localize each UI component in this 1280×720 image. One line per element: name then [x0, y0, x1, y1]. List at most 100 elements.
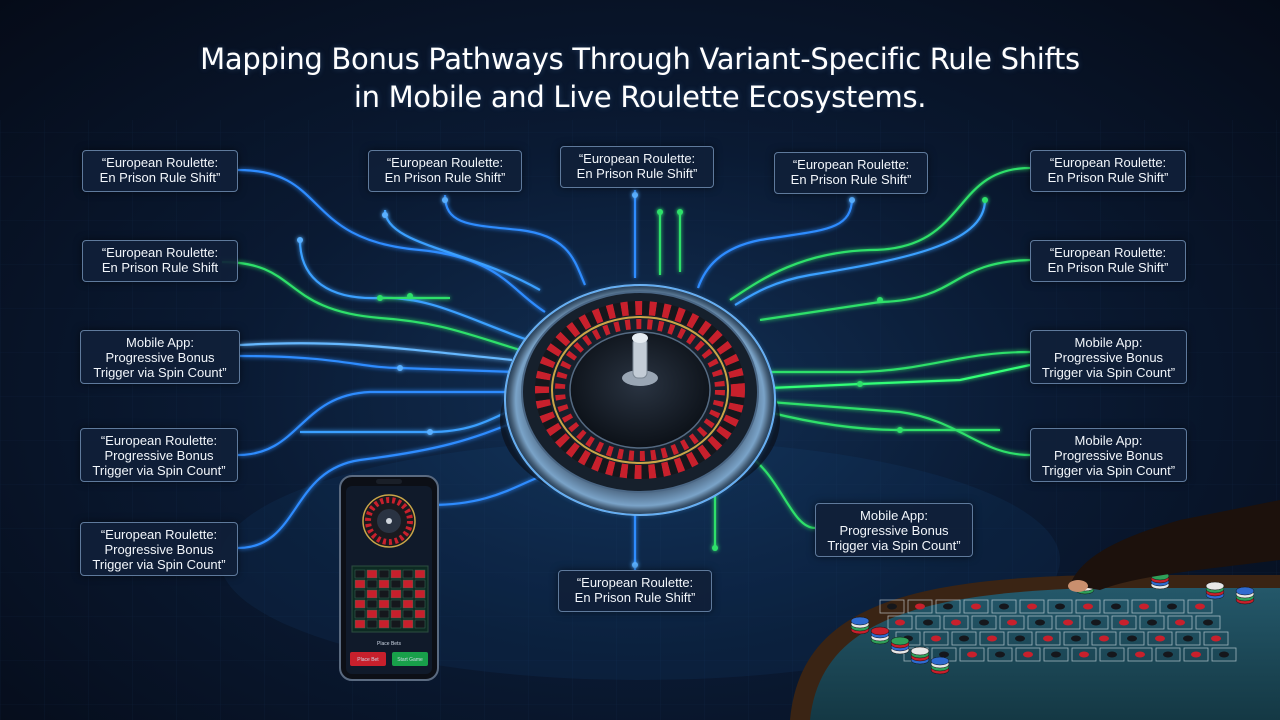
- title-line-1: Mapping Bonus Pathways Through Variant-S…: [200, 42, 1080, 76]
- table-bet-cell: [979, 631, 1005, 646]
- table-number-marker: [995, 651, 1005, 658]
- table-number-marker: [1191, 651, 1201, 658]
- table-number-marker: [967, 651, 977, 658]
- node-bottom: “European Roulette: En Prison Rule Shift…: [558, 570, 712, 612]
- table-bet-cell: [987, 647, 1013, 662]
- table-number-marker: [887, 603, 897, 610]
- phone-bet-cell: [366, 569, 378, 579]
- node-right-4-line3: Trigger via Spin Count”: [1041, 463, 1176, 478]
- table-number-marker: [923, 619, 933, 626]
- table-number-marker: [1211, 635, 1221, 642]
- node-right-3-line3: Trigger via Spin Count”: [1041, 365, 1176, 380]
- table-number-marker: [1007, 619, 1017, 626]
- table-bet-cell: [1119, 631, 1145, 646]
- phone-bet-cell: [378, 589, 390, 599]
- table-bet-cell: [1083, 615, 1109, 630]
- table-number-marker: [979, 619, 989, 626]
- chip: [930, 656, 950, 666]
- node-left-3-line3: Trigger via Spin Count”: [93, 365, 227, 380]
- table-number-marker: [1107, 651, 1117, 658]
- node-left-4-line2: Progressive Bonus: [104, 448, 214, 463]
- table-number-marker: [959, 635, 969, 642]
- chip: [870, 626, 890, 636]
- table-bet-cell: [1175, 631, 1201, 646]
- table-number-marker: [1063, 619, 1073, 626]
- node-left-3: Mobile App: Progressive Bonus Trigger vi…: [80, 330, 240, 384]
- table-bet-cell: [999, 615, 1025, 630]
- table-number-marker: [915, 603, 925, 610]
- table-bet-cell: [1159, 599, 1185, 614]
- node-top-2-line1: “European Roulette:: [578, 151, 696, 166]
- phone-bet-cell: [390, 569, 402, 579]
- table-bet-cell: [991, 599, 1017, 614]
- table-bet-cell: [1075, 599, 1101, 614]
- table-bet-cell: [915, 615, 941, 630]
- table-bet-cell: [923, 631, 949, 646]
- node-right-3: Mobile App: Progressive Bonus Trigger vi…: [1030, 330, 1187, 384]
- table-number-marker: [939, 651, 949, 658]
- table-number-marker: [1203, 619, 1213, 626]
- table-number-marker: [1051, 651, 1061, 658]
- node-left-5-line3: Trigger via Spin Count”: [92, 557, 226, 572]
- node-right-2-line2: En Prison Rule Shift”: [1047, 260, 1169, 275]
- table-bet-cell: [1203, 631, 1229, 646]
- node-center-right-line1: Mobile App:: [860, 508, 928, 523]
- node-left-5-line1: “European Roulette:: [100, 527, 218, 542]
- path-right-3: [770, 350, 1031, 374]
- table-bet-cell: [879, 599, 905, 614]
- phone-bet-cell: [414, 579, 426, 589]
- phone-bet-cell: [414, 619, 426, 629]
- node-left-3-line1: Mobile App:: [126, 335, 194, 350]
- phone-bet-cell: [402, 569, 414, 579]
- table-bet-cell: [1111, 615, 1137, 630]
- table-number-marker: [1167, 603, 1177, 610]
- node-left-3-line2: Progressive Bonus: [105, 350, 215, 365]
- node-center-right-line3: Trigger via Spin Count”: [827, 538, 961, 553]
- table-bet-cell: [951, 631, 977, 646]
- table-number-marker: [943, 603, 953, 610]
- phone-bet-cell: [390, 579, 402, 589]
- path-right-1: [729, 166, 1031, 301]
- table-number-marker: [1091, 619, 1101, 626]
- phone-bet-cell: [390, 619, 402, 629]
- table-number-marker: [1219, 651, 1229, 658]
- node-left-4-line1: “European Roulette:: [100, 433, 218, 448]
- node-right-4-line2: Progressive Bonus: [1053, 448, 1164, 463]
- phone-bet-cell: [402, 589, 414, 599]
- path-left-2: [221, 260, 521, 352]
- table-bet-cell: [1211, 647, 1237, 662]
- phone-bet-cell: [414, 569, 426, 579]
- path-top-1: [443, 194, 587, 286]
- phone-place-bet-button: [350, 652, 386, 666]
- phone-bet-cell: [390, 599, 402, 609]
- path-top-3: [696, 197, 854, 289]
- table-number-marker: [1119, 619, 1129, 626]
- path-right-2: [759, 258, 1031, 322]
- chip: [1235, 586, 1255, 596]
- node-left-5: “European Roulette: Progressive Bonus Tr…: [80, 522, 238, 576]
- table-bet-cell: [1167, 615, 1193, 630]
- node-top-3: “European Roulette: En Prison Rule Shift…: [774, 152, 928, 194]
- table-number-marker: [1023, 651, 1033, 658]
- path-left-4: [237, 390, 512, 457]
- path-left-5: [237, 418, 521, 550]
- table-number-marker: [1147, 619, 1157, 626]
- table-bet-cell: [1055, 615, 1081, 630]
- phone-start-button: [392, 652, 428, 666]
- mobile-phone: Place Bet Start Game Place Bets: [339, 475, 439, 681]
- node-top-3-line1: “European Roulette:: [792, 157, 910, 172]
- path-right-4b: [767, 410, 1000, 432]
- table-number-marker: [1135, 651, 1145, 658]
- table-number-marker: [1015, 635, 1025, 642]
- table-number-marker: [1027, 603, 1037, 610]
- node-bottom-line1: “European Roulette:: [576, 575, 694, 590]
- table-number-marker: [1035, 619, 1045, 626]
- node-top-3-line2: En Prison Rule Shift”: [790, 172, 912, 187]
- phone-bet-cell: [378, 599, 390, 609]
- page-title: Mapping Bonus Pathways Through Variant-S…: [0, 40, 1280, 116]
- phone-bet-cell: [414, 599, 426, 609]
- table-bet-cell: [1043, 647, 1069, 662]
- table-bet-cell: [1019, 599, 1045, 614]
- node-top-2: “European Roulette: En Prison Rule Shift…: [560, 146, 714, 188]
- table-number-marker: [1195, 603, 1205, 610]
